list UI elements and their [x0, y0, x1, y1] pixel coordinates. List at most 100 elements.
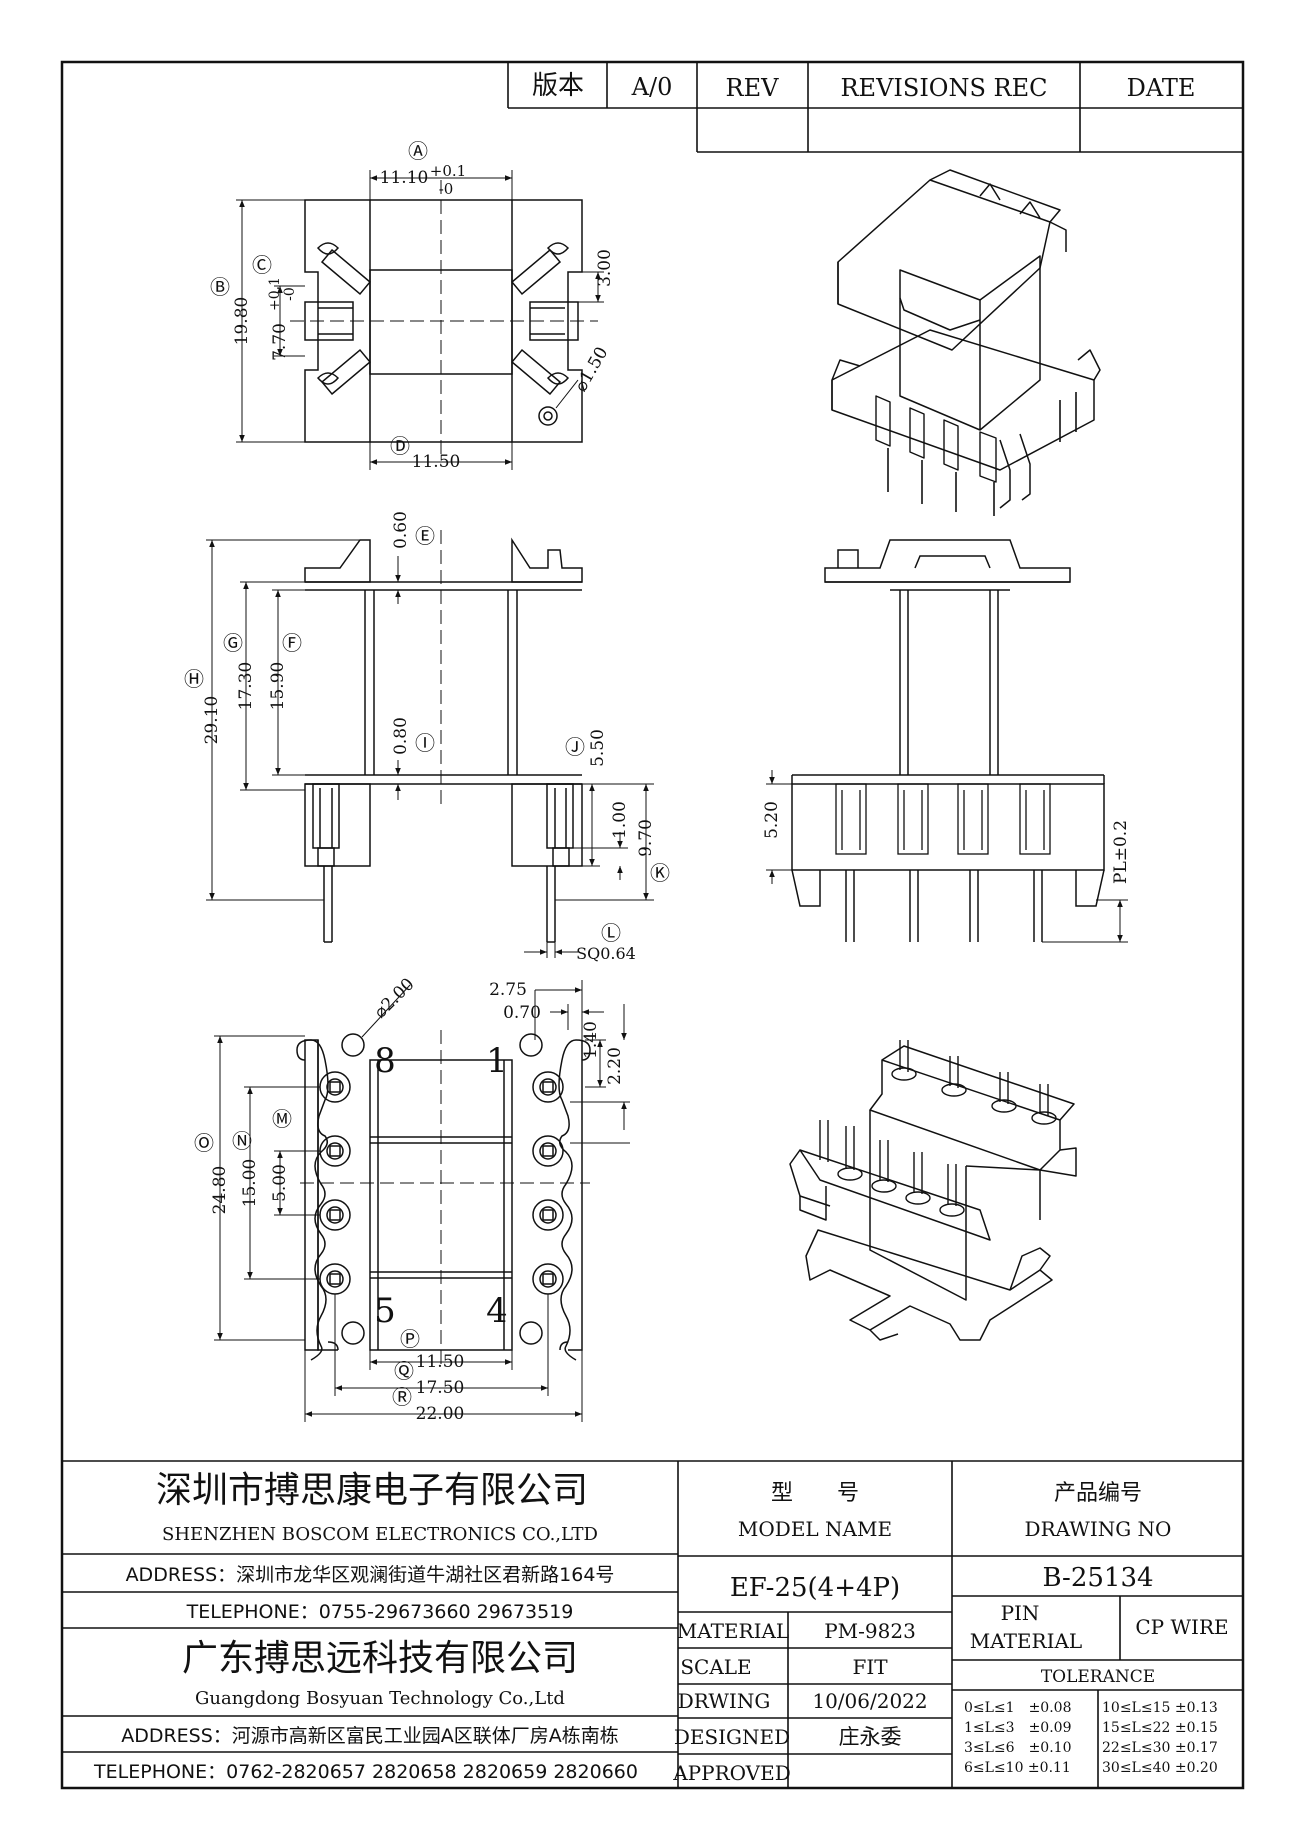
- pin-material-value: CP WIRE: [1135, 1615, 1228, 1639]
- label-D: Ⓓ: [390, 434, 410, 458]
- material-label: MATERIAL: [677, 1619, 789, 1643]
- label-A: Ⓐ: [408, 139, 428, 163]
- dim-M-value: 5.00: [270, 1164, 290, 1202]
- label-G: Ⓖ: [223, 631, 243, 655]
- side-view-dimensions: [766, 770, 1128, 943]
- isometric-view-top: [831, 169, 1101, 516]
- label-R: Ⓡ: [392, 1385, 412, 1409]
- model-name-value: EF-25(4+4P): [730, 1573, 900, 1603]
- top-view-dimensions: [236, 170, 604, 470]
- designed-value: 庄永委: [839, 1725, 902, 1749]
- company2-telephone: TELEPHONE：0762-2820657 2820658 2820659 2…: [93, 1761, 638, 1783]
- tolerance-label: TOLERANCE: [1041, 1667, 1155, 1687]
- company1-name-cn: 深圳市搏思康电子有限公司: [156, 1470, 588, 1511]
- dim-A-value: 11.10: [380, 168, 429, 188]
- company1-name-en: SHENZHEN BOSCOM ELECTRONICS CO.,LTD: [162, 1524, 598, 1545]
- isometric-view-bottom: [789, 1040, 1077, 1341]
- designed-label: DESIGNED: [674, 1725, 790, 1749]
- top-view: [290, 180, 598, 460]
- dim-275-value: 2.75: [489, 980, 527, 1000]
- dim-Q-value: 17.50: [416, 1378, 465, 1398]
- dim-I-value: 0.80: [391, 717, 411, 755]
- label-N: Ⓝ: [232, 1129, 252, 1153]
- drawing-no-en: DRAWING NO: [1025, 1517, 1172, 1541]
- dim-A-tol-minus: -0: [439, 180, 454, 198]
- dim-L-value: SQ0.64: [576, 944, 636, 963]
- dim-F-value: 15.90: [268, 662, 288, 711]
- dim-300-value: 3.00: [595, 249, 615, 287]
- dim-G-value: 17.30: [236, 662, 256, 711]
- rev-label: REV: [726, 74, 780, 102]
- label-H: Ⓗ: [184, 667, 204, 691]
- label-L: Ⓛ: [601, 921, 621, 945]
- dim-C-tol-minus: -0: [282, 287, 298, 301]
- pin-5-label: 5: [374, 1291, 396, 1331]
- pin-material-label: MATERIAL: [970, 1629, 1082, 1653]
- drwing-value: 10/06/2022: [812, 1689, 927, 1713]
- dim-970-value: 9.70: [636, 819, 656, 857]
- front-view-dimensions: [206, 539, 654, 958]
- model-name-en: MODEL NAME: [738, 1517, 892, 1541]
- label-M: Ⓜ: [272, 1107, 292, 1131]
- dim-C-tol-plus: +0.1: [267, 277, 283, 311]
- pin-4-label: 4: [486, 1291, 508, 1331]
- dim-E-value: 0.60: [391, 511, 411, 549]
- drawing-no-value: B-25134: [1042, 1563, 1153, 1593]
- bottom-view: [296, 1030, 591, 1370]
- tolerance-row: 22≤L≤30 ±0.17: [1102, 1740, 1218, 1756]
- label-K: Ⓚ: [650, 861, 670, 885]
- label-E: Ⓔ: [415, 524, 435, 548]
- tolerance-row: 0≤L≤1 ±0.08: [964, 1700, 1071, 1716]
- company2-name-cn: 广东搏思远科技有限公司: [182, 1638, 578, 1679]
- pin-1-label: 1: [486, 1041, 508, 1081]
- side-view: [791, 539, 1105, 942]
- revisions-label: REVISIONS REC: [840, 74, 1047, 102]
- label-B: Ⓑ: [210, 275, 230, 299]
- tolerance-table: 0≤L≤1 ±0.08 1≤L≤3 ±0.09 3≤L≤6 ±0.10 6≤L≤…: [964, 1700, 1218, 1776]
- company1-telephone: TELEPHONE：0755-29673660 29673519: [186, 1601, 574, 1623]
- date-label: DATE: [1127, 74, 1196, 102]
- drwing-label: DRWING: [678, 1689, 771, 1713]
- pin-8-label: 8: [374, 1041, 396, 1081]
- company2-address: ADDRESS：河源市高新区富民工业园A区联体厂房A栋南栋: [121, 1725, 619, 1747]
- version-value: A/0: [631, 73, 673, 101]
- label-C: Ⓒ: [252, 253, 272, 277]
- bottom-view-dimensions: [214, 980, 630, 1422]
- tolerance-row: 10≤L≤15 ±0.13: [1102, 1700, 1218, 1716]
- tolerance-row: 30≤L≤40 ±0.20: [1102, 1760, 1218, 1776]
- dim-H-value: 29.10: [202, 696, 222, 745]
- dim-dia-200: ⌀2.00: [370, 974, 418, 1022]
- dim-B-value: 19.80: [232, 297, 252, 346]
- dim-C-value: 7.70: [270, 323, 290, 361]
- title-block: [62, 1460, 1243, 1788]
- dim-070-value: 0.70: [503, 1003, 541, 1023]
- dim-O-value: 24.80: [210, 1166, 230, 1215]
- tolerance-row: 6≤L≤10 ±0.11: [964, 1760, 1071, 1776]
- revision-block: [507, 62, 1243, 153]
- sheet-border: [60, 60, 1245, 1790]
- dim-P-value: 11.50: [416, 1352, 465, 1372]
- dim-D-value: 11.50: [412, 452, 461, 472]
- dim-A-tol-plus: +0.1: [430, 162, 466, 180]
- company2-name-en: Guangdong Bosyuan Technology Co.,Ltd: [195, 1688, 565, 1709]
- label-O: Ⓞ: [194, 1131, 214, 1155]
- scale-value: FIT: [852, 1655, 888, 1679]
- drawing-no-cn: 产品编号: [1054, 1481, 1142, 1506]
- dim-N-value: 15.00: [240, 1159, 260, 1208]
- dim-100-value: 1.00: [610, 801, 630, 839]
- dim-140-value: 1.40: [581, 1021, 601, 1059]
- label-J: Ⓙ: [565, 735, 585, 759]
- pin-label: PIN: [1001, 1601, 1040, 1625]
- company1-address: ADDRESS：深圳市龙华区观澜街道牛湖社区君新路164号: [126, 1564, 615, 1586]
- label-I: Ⓘ: [415, 731, 435, 755]
- model-name-cn: 型 号: [771, 1481, 859, 1506]
- label-P: Ⓟ: [400, 1327, 420, 1351]
- tolerance-row: 15≤L≤22 ±0.15: [1102, 1720, 1218, 1736]
- dim-R-value: 22.00: [416, 1404, 465, 1424]
- label-Q: Ⓠ: [394, 1359, 414, 1383]
- scale-label: SCALE: [680, 1655, 751, 1679]
- dim-220-value: 2.20: [605, 1047, 625, 1085]
- tolerance-row: 1≤L≤3 ±0.09: [964, 1720, 1071, 1736]
- tolerance-row: 3≤L≤6 ±0.10: [964, 1740, 1071, 1756]
